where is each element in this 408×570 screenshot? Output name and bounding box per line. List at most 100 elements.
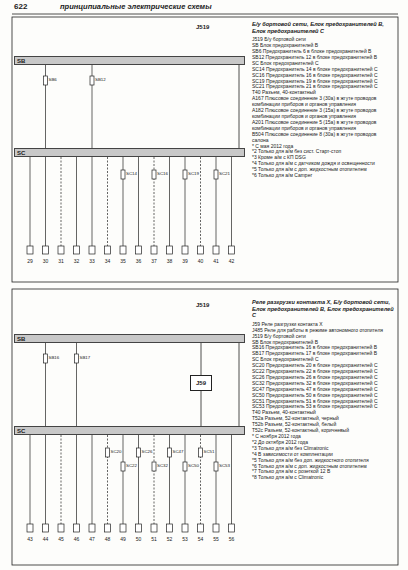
track-number: 32 (69, 258, 85, 264)
track-number: 41 (208, 258, 224, 264)
wire (123, 435, 124, 524)
track-number: 53 (177, 536, 193, 542)
legend-entry: A201 Плюсовое соединение 5 (15а) в жгуте… (252, 120, 394, 132)
running-head: принципиальные электрические схемы (60, 2, 212, 12)
track-number: 48 (100, 536, 116, 542)
connector-pin (74, 246, 80, 254)
track-number: 35 (115, 258, 131, 264)
connector-pin (43, 524, 49, 532)
fuse-label: SC20 (111, 449, 122, 454)
track-number: 51 (146, 536, 162, 542)
fuse-label: SB16 (49, 355, 60, 360)
track-number: 36 (131, 258, 147, 264)
relay-box: J59 (190, 375, 212, 391)
wire-connector (239, 65, 240, 148)
fuse-block-band: SC (14, 426, 245, 435)
legend-column: Реле разгрузки контакта X, Б/у бортовой … (252, 299, 394, 481)
track-number: 39 (177, 258, 193, 264)
track-number: 52 (162, 536, 178, 542)
fuse-label: SB17 (80, 355, 91, 360)
legend-entry: *8 Только для а/м с Climatronic (252, 475, 394, 481)
fuse-label: SC47 (173, 449, 184, 454)
track-number: 49 (115, 536, 131, 542)
wire (138, 157, 139, 246)
legend-column: Б/у бортовой сети, Блок предохранителей … (252, 21, 394, 179)
connector-pin (198, 524, 204, 532)
legend-entry: B504 Плюсовое соединение 8 (30а) в жгуте… (252, 132, 394, 144)
fuse-block-band: SC (14, 148, 245, 157)
fuse-symbol (137, 448, 141, 457)
wire (169, 157, 170, 246)
track-number: 42 (224, 258, 240, 264)
wire (61, 435, 62, 524)
fuse-label: SC26 (142, 449, 153, 454)
track-number: 55 (208, 536, 224, 542)
fuse-symbol (214, 462, 218, 471)
fuse-block-band: SB (14, 334, 245, 343)
track-number: 31 (53, 258, 69, 264)
track-number: 29 (22, 258, 38, 264)
connector-pin (151, 524, 157, 532)
connector-pin (136, 246, 142, 254)
legend-entry: A182 Плюсовое соединение 3 (15а) в жгуте… (252, 108, 394, 120)
track-number: 30 (38, 258, 54, 264)
track-number: 46 (69, 536, 85, 542)
fuse-label: SB6 (49, 77, 57, 82)
wire-connector (201, 343, 202, 375)
track-number: 40 (193, 258, 209, 264)
track-number: 38 (162, 258, 178, 264)
wire (30, 157, 31, 246)
connector-pin (27, 524, 33, 532)
connector-pin (74, 524, 80, 532)
fuse-symbol (152, 462, 156, 471)
fuse-symbol (75, 354, 79, 363)
connector-pin (43, 246, 49, 254)
connector-pin (89, 246, 95, 254)
wire (231, 157, 232, 246)
fuse-label: SC51 (204, 449, 215, 454)
fuse-symbol (199, 448, 203, 457)
page-number: 622 (14, 2, 27, 12)
fuse-label: SC53 (219, 463, 230, 468)
fuse-label: SC22 (126, 463, 137, 468)
fuse-symbol (152, 170, 156, 179)
fuse-label: SC21 (219, 171, 230, 176)
legend-entry: A167 Плюсовое соединение 3 (30а) в жгуте… (252, 96, 394, 108)
fuse-symbol (121, 462, 125, 471)
fuse-symbol (106, 448, 110, 457)
block-label: SC (17, 149, 242, 157)
fuse-block-band: SB (14, 56, 245, 65)
block-label: SB (17, 335, 242, 343)
connector-pin (182, 246, 188, 254)
fuse-symbol (44, 354, 48, 363)
track-number: 47 (84, 536, 100, 542)
track-number: 43 (22, 536, 38, 542)
connector-pin (136, 524, 142, 532)
track-number: 45 (53, 536, 69, 542)
connector-pin (151, 246, 157, 254)
connector-pin (213, 524, 219, 532)
fuse-symbol (183, 170, 187, 179)
connector-pin (167, 524, 173, 532)
connector-pin (213, 246, 219, 254)
connector-pin (229, 524, 235, 532)
wire (92, 435, 93, 524)
block-label: SB (17, 57, 242, 65)
wire-connector (239, 343, 240, 426)
fuse-label: SB12 (95, 77, 106, 82)
wire (154, 435, 155, 524)
connector-pin (182, 524, 188, 532)
wire-connector (201, 391, 202, 426)
wire (30, 435, 31, 524)
connector-pin (229, 246, 235, 254)
connector-pin (58, 524, 64, 532)
fuse-symbol (214, 170, 218, 179)
connector-pin (105, 524, 111, 532)
wire (216, 435, 217, 524)
wire (185, 435, 186, 524)
relay-label: J59 (196, 379, 206, 387)
wire (61, 157, 62, 246)
fuse-label: SC50 (188, 463, 199, 468)
block-label: SC (17, 427, 242, 435)
